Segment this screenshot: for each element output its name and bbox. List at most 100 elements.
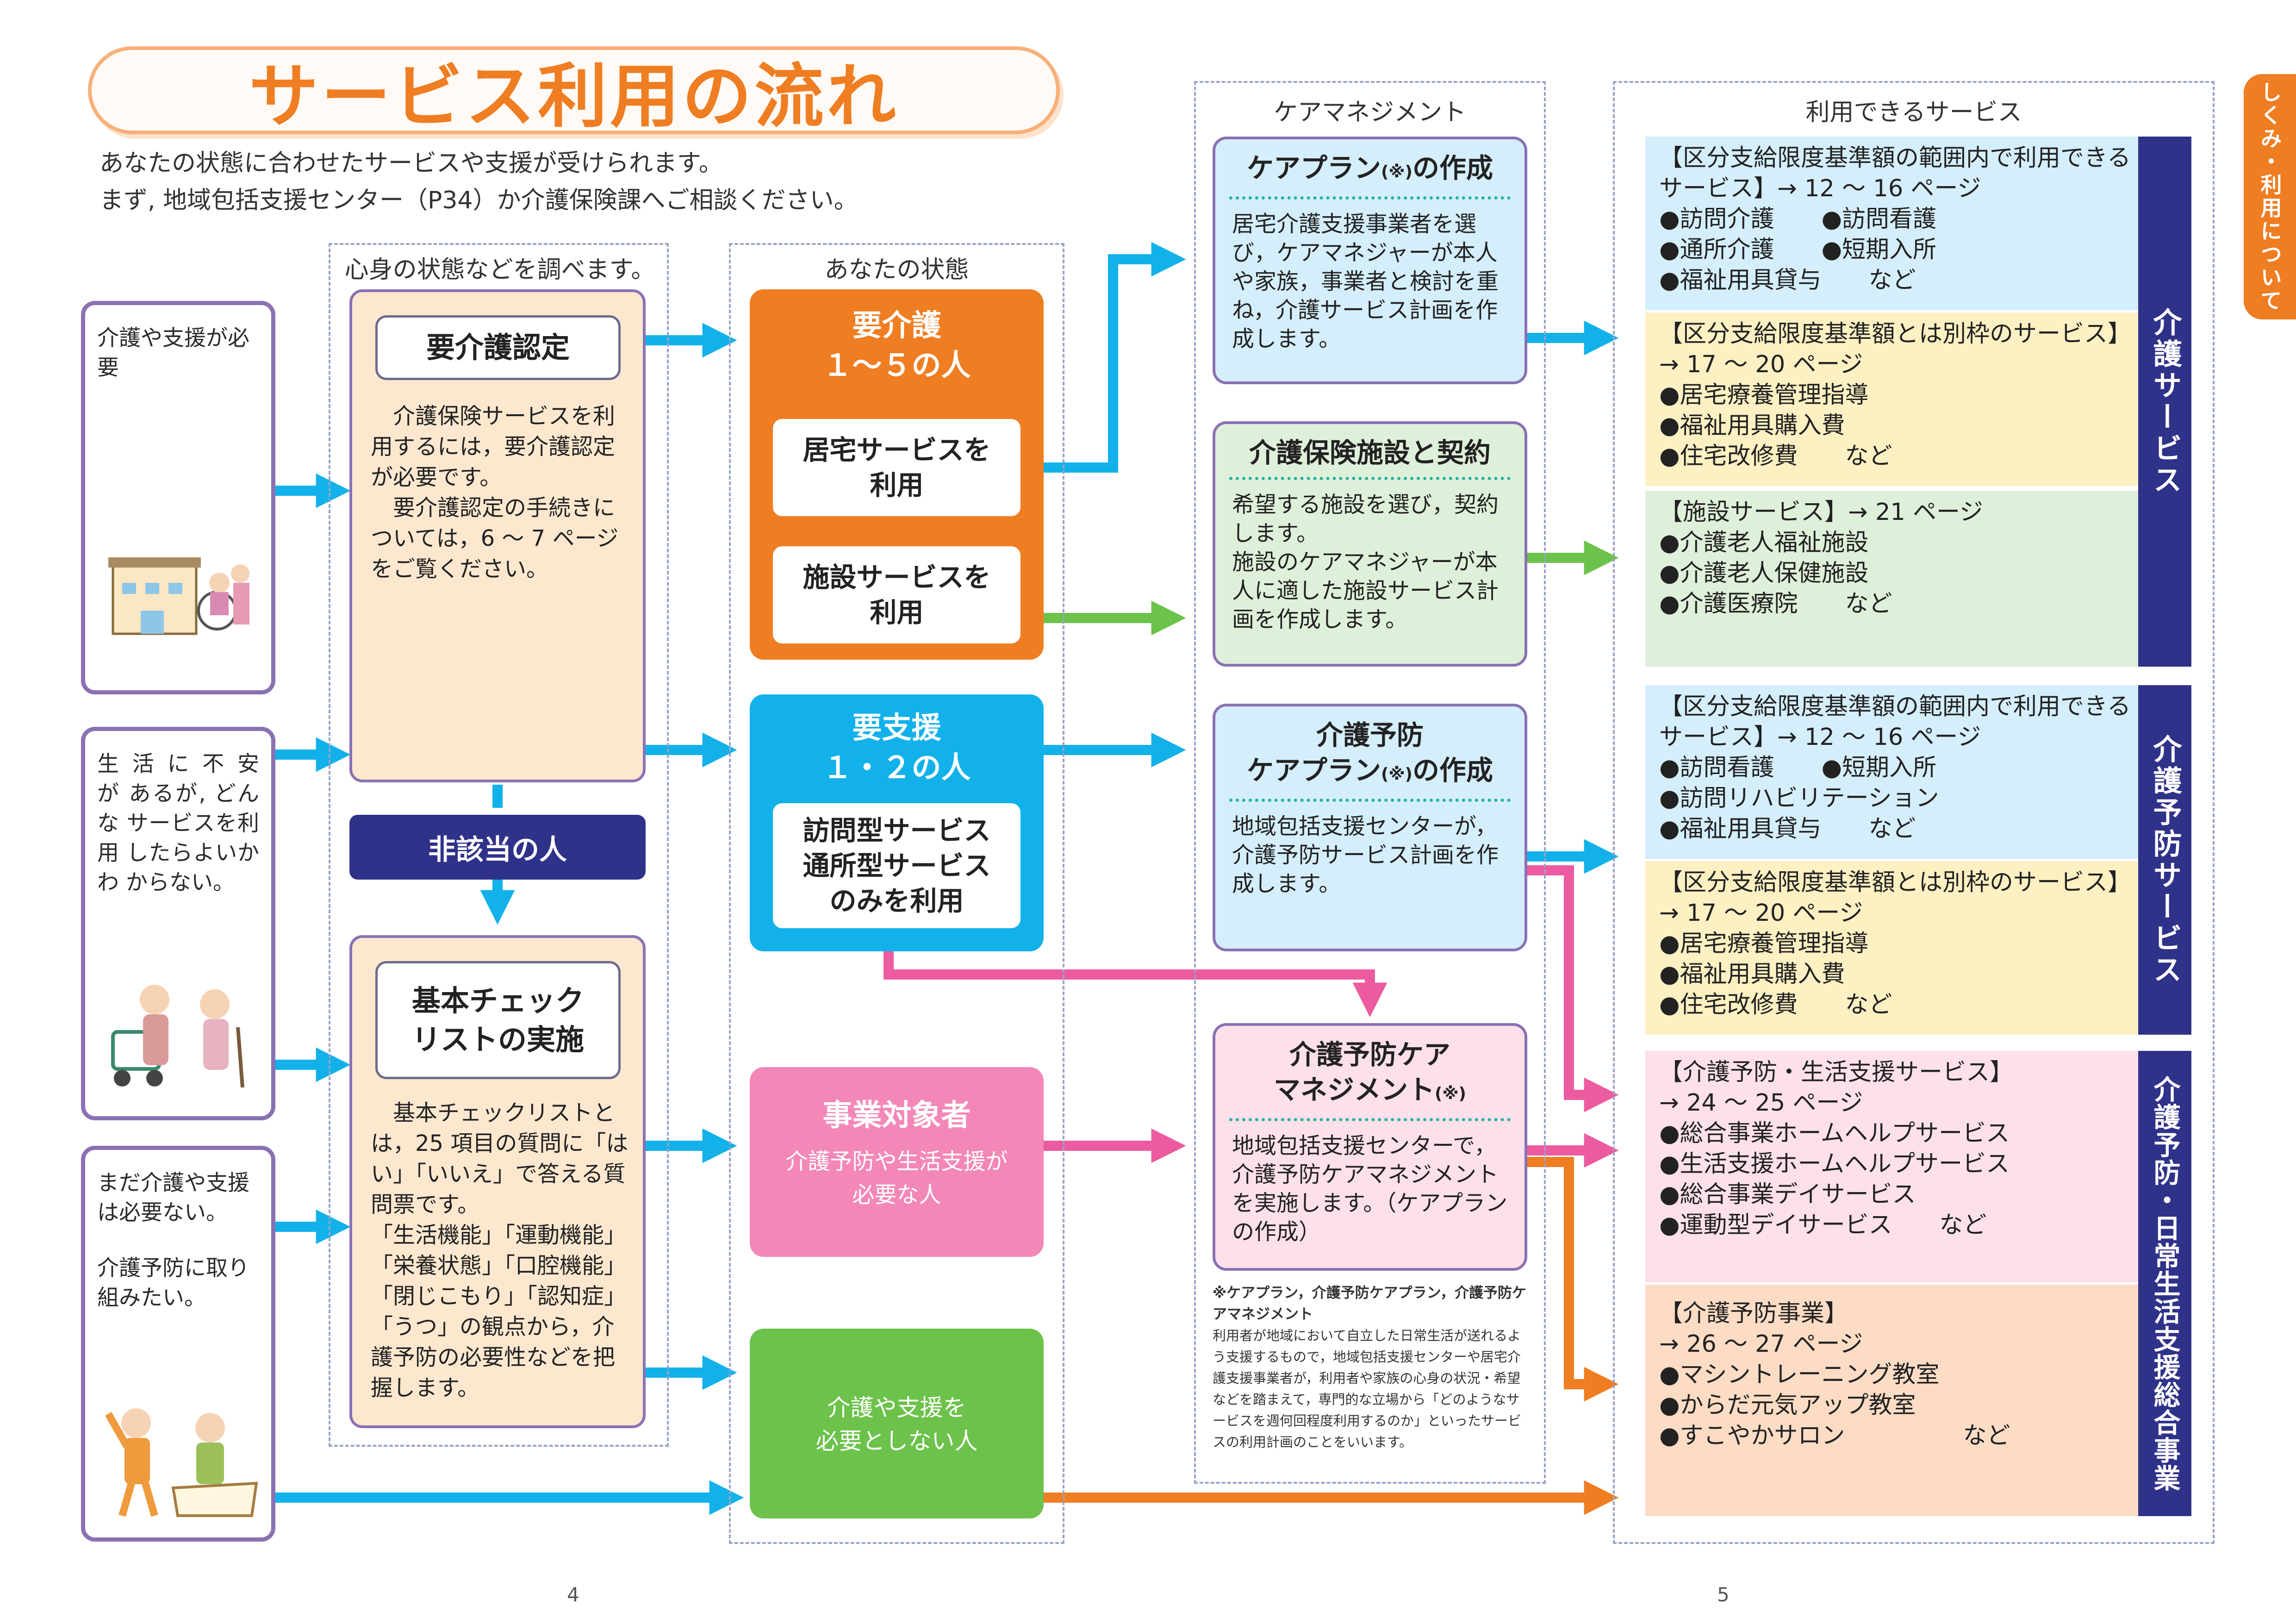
- service-line: ●総合事業デイサービス: [1659, 1181, 1916, 1208]
- care-plan-body: 居宅介護支援事業者を選び，ケアマネジャーが本人や家族，事業者と検討を重ね，介護サ…: [1232, 211, 1499, 352]
- service-line: ●運動型デイサービス など: [1659, 1212, 1987, 1239]
- service-line: 【区分支給限度基準額の範囲内で利用できる: [1659, 144, 2131, 172]
- check-column-label: 心身の状態などを調べます。: [344, 256, 655, 284]
- condition-label: 介護予防に取り 組みたい。: [97, 1255, 249, 1311]
- care-mgmt-column-label: ケアマネジメント: [1273, 99, 1466, 126]
- service-line: 【介護予防事業】: [1659, 1300, 1848, 1327]
- section-tab[interactable]: しくみ・利用について: [2244, 74, 2296, 319]
- service-line: ●からだ元気アップ教室: [1659, 1392, 1916, 1419]
- condition-label: 生 活 に 不 安 が あるが, どんな サービスを利用 したらよいかわ からな…: [97, 751, 259, 895]
- service-line: ●介護老人福祉施設: [1659, 529, 1869, 556]
- state-program-target: 事業対象者 介護予防や生活支援が 必要な人: [750, 1067, 1044, 1257]
- prevention-plan-box: 介護予防ケアプラン(※)の作成 地域包括支援センターが，介護予防サービス計画を作…: [1213, 704, 1527, 951]
- state-program-head: 事業対象者: [822, 1099, 971, 1133]
- certification-body: 介護保険サービスを利用するには，要介護認定が必要です。 要介護認定の手続きについ…: [371, 403, 619, 582]
- service-line: ●福祉用具貸与 など: [1659, 815, 1916, 843]
- page-title: サービス利用の流れ: [88, 46, 1060, 137]
- state-care-head: 要介護 １～５の人: [822, 309, 971, 383]
- care-plan-box: ケアプラン(※)の作成 居宅介護支援事業者を選び，ケアマネジャーが本人や家族，事…: [1213, 137, 1527, 384]
- general-program-label: 介護予防・日常生活支援総合事業: [2138, 1051, 2191, 1516]
- service-line: ●生活支援ホームヘルプサービス: [1659, 1150, 2010, 1178]
- certification-box: 要介護認定 介護保険サービスを利用するには，要介護認定が必要です。 要介護認定の…: [349, 289, 646, 782]
- prevention-plan-body: 地域包括支援センターが，介護予防サービス計画を作成します。: [1232, 813, 1499, 897]
- service-line: ●訪問介護 ●訪問看護: [1659, 206, 1937, 233]
- state-column-label: あなたの状態: [824, 256, 969, 284]
- care-service-panel-limit: 【区分支給限度基準額の範囲内で利用できる サービス】→ 12 ～ 16 ページ …: [1645, 137, 2138, 310]
- service-line: ●福祉用具購入費: [1659, 961, 1845, 988]
- condition-uncertain: 生 活 に 不 安 が あるが, どんな サービスを利用 したらよいかわ からな…: [81, 727, 275, 1120]
- footnote-body: 利用者が地域において自立した日常生活が送れるよう支援するもので，地域包括支援セン…: [1213, 1328, 1522, 1450]
- service-line: → 17 ～ 20 ページ: [1659, 351, 1863, 378]
- exercise-illustration: [105, 1408, 258, 1517]
- condition-label: 介護や支援が必要: [97, 325, 249, 381]
- state-column: [729, 243, 1064, 1544]
- checklist-box: 基本チェック リストの実施 基本チェックリストとは，25 項目の質問に「はい」「…: [349, 935, 646, 1428]
- condition-needs-care: 介護や支援が必要: [81, 301, 275, 694]
- state-support-level: 要支援 １・２の人 訪問型サービス 通所型サービス のみを利用: [750, 694, 1044, 951]
- not-applicable-bar: 非該当の人: [349, 815, 646, 880]
- service-line: 【区分支給限度基準額の範囲内で利用できる: [1659, 693, 2131, 720]
- state-none-sub: 介護や支援を 必要としない人: [815, 1394, 978, 1455]
- care-service-label: 介護サービス: [2138, 137, 2191, 667]
- page-number-left: 4: [567, 1583, 579, 1606]
- prevention-service-label: 介護予防サービス: [2138, 685, 2191, 1035]
- prevention-service-panel-extra: 【区分支給限度基準額とは別枠のサービス】 → 17 ～ 20 ページ ●居宅療養…: [1645, 861, 2138, 1035]
- care-plan-footnote: ※ケアプラン，介護予防ケアプラン，介護予防ケアマネジメント 利用者が地域において…: [1213, 1282, 1527, 1453]
- service-line: ●訪問リハビリテーション: [1659, 785, 1939, 812]
- service-line: ●居宅療養管理指導: [1659, 381, 1869, 409]
- condition-label: まだ介護や支援 は必要ない。: [97, 1170, 249, 1225]
- state-no-care: 介護や支援を 必要としない人: [750, 1329, 1044, 1518]
- prevention-mgmt-title: 介護予防ケアマネジメント(※): [1229, 1037, 1511, 1121]
- facility-service-panel: 【施設サービス】→ 21 ページ ●介護老人福祉施設 ●介護老人保健施設 ●介護…: [1645, 491, 2138, 667]
- service-line: ●すこやかサロン など: [1659, 1422, 2010, 1449]
- service-line: ●通所介護 ●短期入所: [1659, 236, 1937, 263]
- service-line: ●訪問看護 ●短期入所: [1659, 754, 1937, 781]
- facility-service-option: 施設サービスを 利用: [773, 546, 1020, 643]
- intro-line-2: まず, 地域包括支援センター（P34）か介護保険課へご相談ください。: [100, 187, 858, 214]
- services-column: [1613, 81, 2215, 1544]
- prevention-plan-title: 介護予防ケアプラン(※)の作成: [1229, 718, 1511, 802]
- prevention-mgmt-box: 介護予防ケアマネジメント(※) 地域包括支援センターで，介護予防ケアマネジメント…: [1213, 1023, 1527, 1271]
- service-line: ●住宅改修費 など: [1659, 443, 1892, 470]
- facility-contract-box: 介護保険施設と契約 希望する施設を選び，契約します。 施設のケアマネジャーが本人…: [1213, 421, 1527, 667]
- service-line: サービス】→ 12 ～ 16 ページ: [1659, 175, 1981, 202]
- service-line: → 26 ～ 27 ページ: [1659, 1330, 1863, 1358]
- service-line: 【区分支給限度基準額とは別枠のサービス】: [1659, 869, 2132, 896]
- service-line: ●介護老人保健施設: [1659, 560, 1869, 587]
- facility-contract-title: 介護保険施設と契約: [1229, 435, 1511, 480]
- page-number-right: 5: [1717, 1583, 1730, 1606]
- state-support-head: 要支援 １・２の人: [822, 711, 971, 785]
- elderly-couple-illustration: [111, 985, 244, 1088]
- care-facility-illustration: [108, 557, 249, 635]
- service-line: ●福祉用具貸与 など: [1659, 267, 1916, 294]
- prevention-service-panel-limit: 【区分支給限度基準額の範囲内で利用できる サービス】→ 12 ～ 16 ページ …: [1645, 685, 2138, 859]
- service-line: ●住宅改修費 など: [1659, 991, 1892, 1018]
- certification-label: 要介護認定: [375, 315, 621, 380]
- condition-prevention: まだ介護や支援 は必要ない。 介護予防に取り 組みたい。: [81, 1146, 275, 1542]
- facility-contract-body: 希望する施設を選び，契約します。 施設のケアマネジャーが本人に適した施設サービス…: [1232, 492, 1499, 632]
- service-line: → 17 ～ 20 ページ: [1659, 899, 1863, 927]
- service-line: サービス】→ 12 ～ 16 ページ: [1659, 724, 1981, 751]
- state-program-sub: 介護予防や生活支援が 必要な人: [785, 1149, 1008, 1208]
- care-mgmt-column: [1194, 81, 1546, 1484]
- service-line: ●福祉用具購入費: [1659, 412, 1845, 439]
- checklist-label: 基本チェック リストの実施: [375, 961, 621, 1079]
- service-line: ●介護医療院 など: [1659, 590, 1892, 618]
- prevention-program-panel: 【介護予防事業】 → 26 ～ 27 ページ ●マシントレーニング教室 ●からだ…: [1645, 1285, 2138, 1516]
- footnote-title: ※ケアプラン，介護予防ケアプラン，介護予防ケアマネジメント: [1213, 1285, 1527, 1323]
- check-column: [329, 243, 669, 1447]
- checklist-body: 基本チェックリストとは，25 項目の質問に「はい」「いいえ」で答える質問票です。…: [371, 1100, 628, 1401]
- daily-support-service-panel: 【介護予防・生活支援サービス】 → 24 ～ 25 ページ ●総合事業ホームヘル…: [1645, 1051, 2138, 1282]
- care-plan-title: ケアプラン(※)の作成: [1229, 150, 1511, 200]
- service-line: ●居宅療養管理指導: [1659, 930, 1869, 957]
- care-service-panel-extra: 【区分支給限度基準額とは別枠のサービス】 → 17 ～ 20 ページ ●居宅療養…: [1645, 312, 2138, 486]
- prevention-mgmt-body: 地域包括支援センターで，介護予防ケアマネジメントを実施します。（ケアプランの作成…: [1232, 1133, 1508, 1245]
- service-line: 【介護予防・生活支援サービス】: [1659, 1059, 2014, 1086]
- service-line: ●総合事業ホームヘルプサービス: [1659, 1120, 2010, 1147]
- services-column-label: 利用できるサービス: [1805, 99, 2022, 126]
- service-line: 【区分支給限度基準額とは別枠のサービス】: [1659, 320, 2132, 348]
- service-line: ●マシントレーニング教室: [1659, 1361, 1940, 1388]
- service-line: 【施設サービス】→ 21 ページ: [1659, 499, 1984, 526]
- state-care-level: 要介護 １～５の人 居宅サービスを 利用 施設サービスを 利用: [750, 289, 1044, 660]
